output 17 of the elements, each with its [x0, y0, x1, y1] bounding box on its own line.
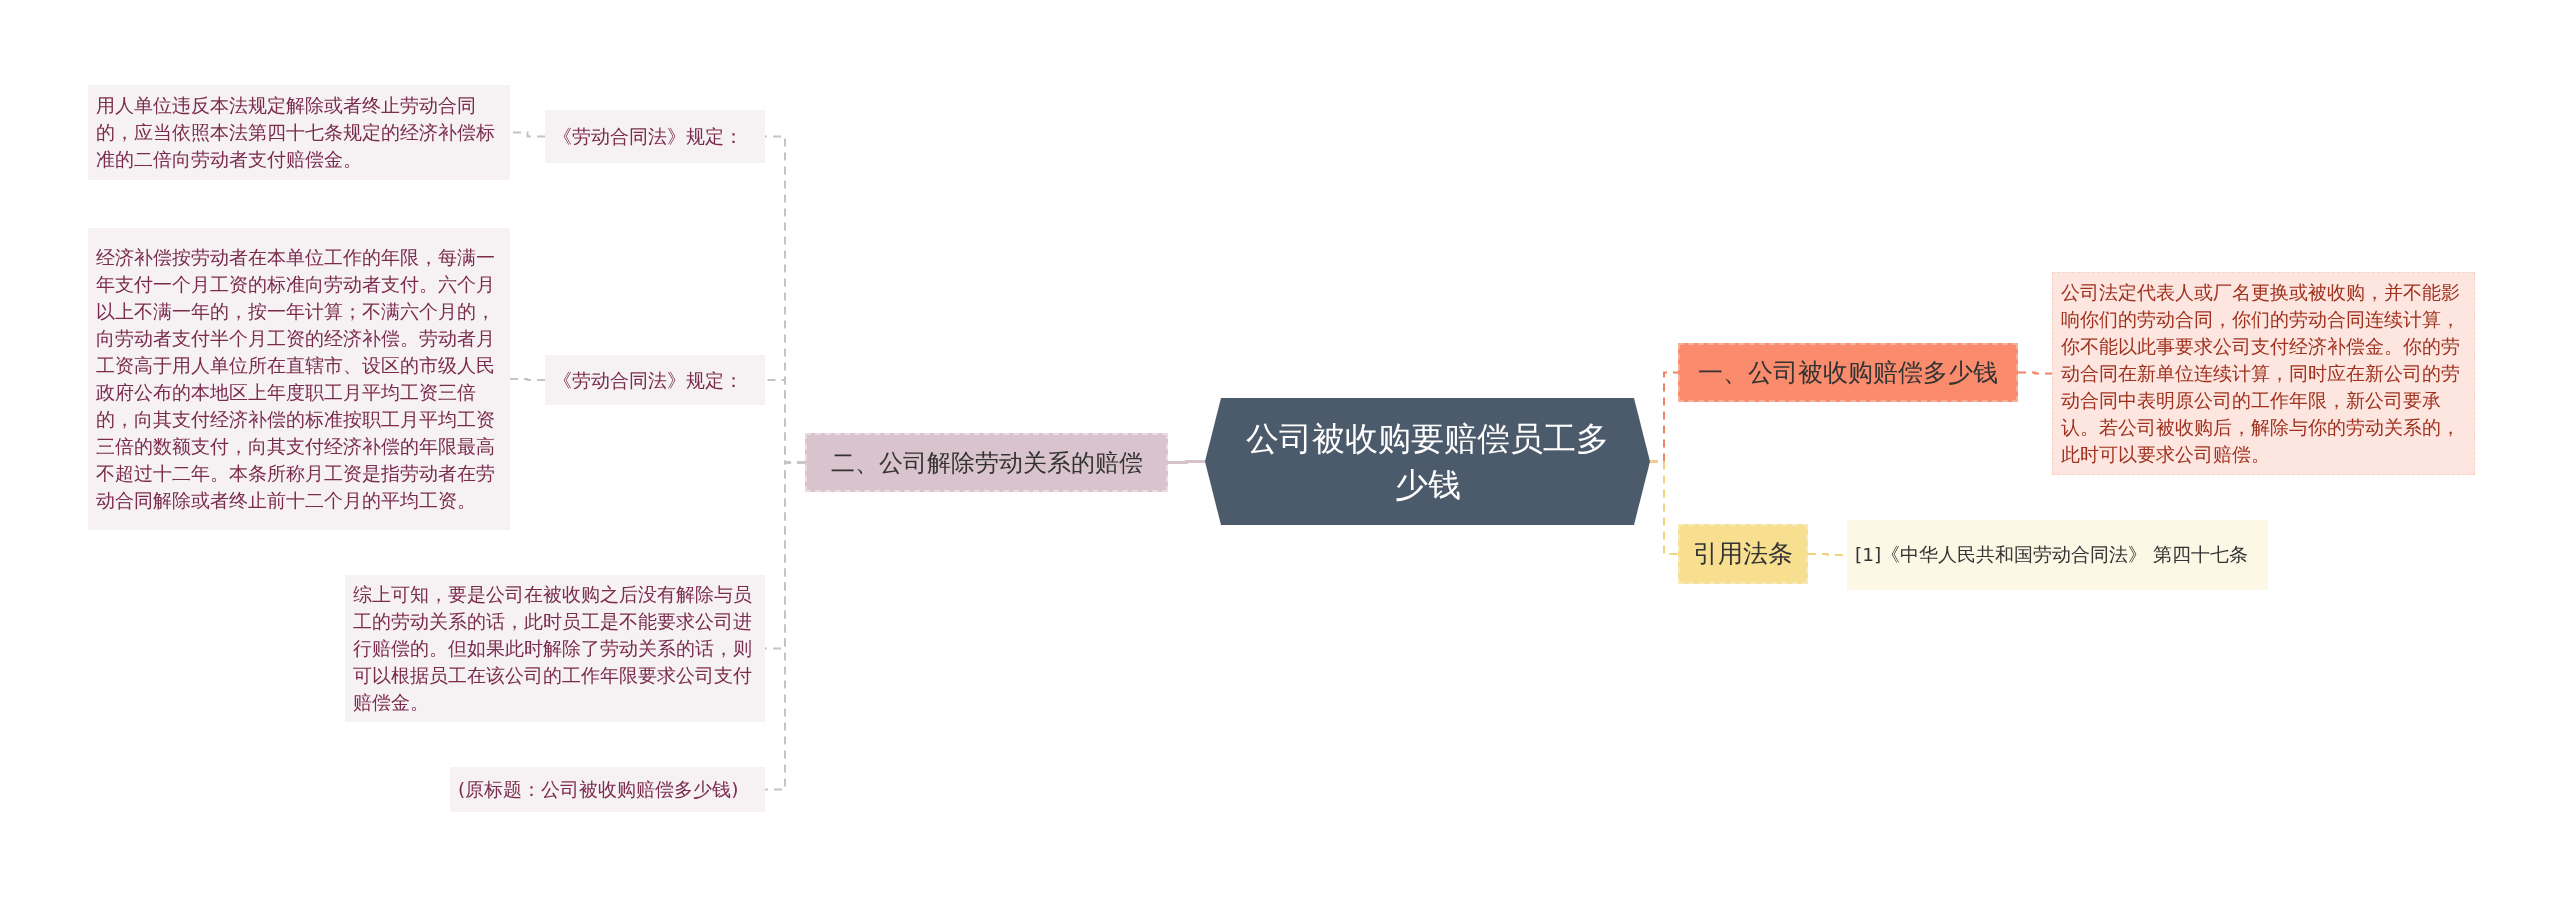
connector-line	[2017, 371, 2053, 375]
note-box: 《劳动合同法》规定：	[545, 355, 765, 405]
note-box: 用人单位违反本法规定解除或者终止劳动合同的，应当依照本法第四十七条规定的经济补偿标准的二倍向劳动者支付赔偿金。	[88, 85, 510, 180]
connector-line	[764, 461, 806, 791]
branch-box: 二、公司解除劳动关系的赔偿	[805, 433, 1168, 492]
branch-box: 引用法条	[1678, 524, 1808, 584]
connector-line	[1168, 460, 1205, 464]
note-box: (原标题：公司被收购赔偿多少钱)	[450, 767, 765, 812]
note-box: 《劳动合同法》规定：	[545, 110, 765, 163]
reference-box: [1]《中华人民共和国劳动合同法》 第四十七条	[1847, 520, 2268, 590]
note-box: 经济补偿按劳动者在本单位工作的年限，每满一年支付一个月工资的标准向劳动者支付。六个月以上不满一年的，按一年计算；不满六个月的，向劳动者支付半个月工资的经济补偿。劳动者月工资高于用人单位所在直辖市、设区的市级人民政府公布的本地区上年度职工月平均工资三倍的，向其支付经济补偿的标准按职工月平均工资三倍的数额支付，向其支付经济补偿的年限最高不超过十二年。本条所称月工资是指劳动者在劳动合同解除或者终止前十二个月的平均工资。	[88, 228, 510, 530]
topic-box: 公司被收购要赔偿员工多少钱	[1205, 398, 1650, 525]
connector-line	[1649, 460, 1679, 555]
branch-box: 一、公司被收购赔偿多少钱	[1678, 343, 2018, 402]
note-box: 公司法定代表人或厂名更换或被收购，并不能影响你们的劳动合同，你们的劳动合同连续计算，你不能以此事要求公司支付经济补偿金。你的劳动合同在新单位连续计算，同时应在新公司的劳动合同中表明原公司的工作年限，新公司要承认。若公司被收购后，解除与你的劳动关系的，此时可以要求公司赔偿。	[2052, 272, 2475, 475]
connector-line	[509, 378, 546, 381]
note-box: 综上可知，要是公司在被收购之后没有解除与员工的劳动关系的话，此时员工是不能要求公司进行赔偿的。但如果此时解除了劳动关系的话，则可以根据员工在该公司的工作年限要求公司支付赔偿金。	[345, 575, 765, 722]
